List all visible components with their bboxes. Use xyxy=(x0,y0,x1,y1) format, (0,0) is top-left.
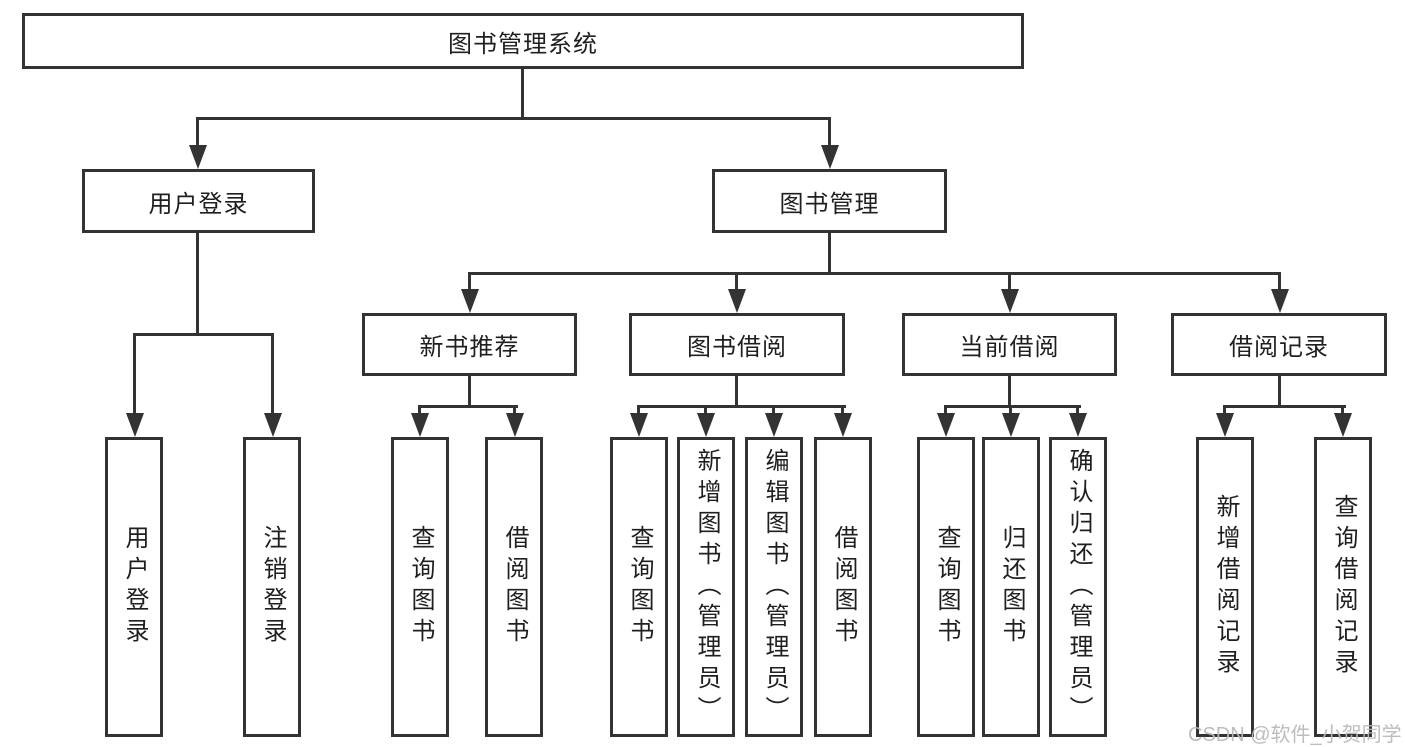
connector-line xyxy=(772,405,775,415)
node-book-borrow-label: 图书借阅 xyxy=(687,334,787,361)
arrow-down-icon xyxy=(264,413,282,437)
connector-line xyxy=(1341,405,1344,415)
arrow-down-icon xyxy=(1002,413,1020,437)
arrow-down-icon xyxy=(1334,413,1352,437)
connector-line xyxy=(828,117,831,147)
leaf-add-book-admin: 新增图书（管理员） xyxy=(677,437,735,737)
connector-line xyxy=(1223,405,1346,408)
arrow-down-icon xyxy=(765,413,783,437)
leaf-query-book-2-label: 查询图书 xyxy=(626,525,653,649)
arrow-down-icon xyxy=(1069,413,1087,437)
leaf-query-book-3: 查询图书 xyxy=(917,437,975,737)
arrow-down-icon xyxy=(189,145,207,169)
connector-line xyxy=(418,405,421,415)
leaf-add-borrow-record-label: 新增借阅记录 xyxy=(1212,494,1239,680)
connector-line xyxy=(133,333,136,415)
connector-line xyxy=(521,69,524,119)
leaf-user-login-label: 用户登录 xyxy=(121,525,148,649)
leaf-query-borrow-record: 查询借阅记录 xyxy=(1314,437,1372,737)
leaf-add-borrow-record: 新增借阅记录 xyxy=(1196,437,1254,737)
node-root-label: 图书管理系统 xyxy=(448,30,598,58)
arrow-down-icon xyxy=(630,413,648,437)
leaf-query-book-1: 查询图书 xyxy=(391,437,449,737)
connector-line xyxy=(637,405,846,408)
arrow-down-icon xyxy=(1271,289,1289,313)
leaf-logout-label: 注销登录 xyxy=(259,525,286,649)
leaf-borrow-book-2-label: 借阅图书 xyxy=(830,525,857,649)
arrow-down-icon xyxy=(1001,289,1019,313)
arrow-down-icon xyxy=(411,413,429,437)
connector-line xyxy=(1009,405,1012,415)
leaf-query-borrow-record-label: 查询借阅记录 xyxy=(1330,494,1357,680)
node-borrow-record: 借阅记录 xyxy=(1171,313,1387,376)
connector-line xyxy=(468,376,471,408)
connector-line xyxy=(468,272,471,291)
leaf-edit-book-admin-label: 编辑图书（管理员） xyxy=(761,447,788,727)
connector-line xyxy=(841,405,844,415)
connector-line xyxy=(1223,405,1226,415)
leaf-logout: 注销登录 xyxy=(243,437,301,737)
connector-line xyxy=(513,405,516,415)
arrow-down-icon xyxy=(461,289,479,313)
connector-line xyxy=(637,405,640,415)
leaf-query-book-2: 查询图书 xyxy=(610,437,668,737)
connector-line xyxy=(735,376,738,408)
leaf-confirm-return-admin-label: 确认归还（管理员） xyxy=(1065,447,1092,727)
node-current-borrow-label: 当前借阅 xyxy=(959,334,1060,361)
leaf-edit-book-admin: 编辑图书（管理员） xyxy=(745,437,803,737)
arrow-down-icon xyxy=(506,413,524,437)
node-book-borrow: 图书借阅 xyxy=(629,313,845,376)
connector-line xyxy=(468,272,1281,275)
node-borrow-record-label: 借阅记录 xyxy=(1229,334,1329,361)
leaf-query-book-1-label: 查询图书 xyxy=(407,525,434,649)
node-book-management-label: 图书管理 xyxy=(779,190,880,218)
connector-line xyxy=(196,117,199,147)
leaf-borrow-book-1-label: 借阅图书 xyxy=(501,525,528,649)
connector-line xyxy=(1076,405,1079,415)
connector-line xyxy=(196,233,199,336)
leaf-borrow-book-2: 借阅图书 xyxy=(814,437,872,737)
connector-line xyxy=(196,117,831,120)
node-new-book-recommend-label: 新书推荐 xyxy=(419,334,520,361)
arrow-down-icon xyxy=(126,413,144,437)
arrow-down-icon xyxy=(937,413,955,437)
leaf-return-book: 归还图书 xyxy=(982,437,1040,737)
csdn-watermark: CSDN @软件_小贺同学 xyxy=(1188,724,1402,746)
connector-line xyxy=(418,405,518,408)
connector-line xyxy=(944,405,947,415)
node-current-borrow: 当前借阅 xyxy=(902,313,1117,376)
arrow-down-icon xyxy=(728,289,746,313)
node-root: 图书管理系统 xyxy=(22,13,1024,69)
connector-line xyxy=(735,272,738,291)
arrow-down-icon xyxy=(697,413,715,437)
connector-line xyxy=(271,333,274,415)
connector-line xyxy=(828,233,831,275)
connector-line xyxy=(1278,376,1281,408)
leaf-add-book-admin-label: 新增图书（管理员） xyxy=(693,447,720,727)
leaf-borrow-book-1: 借阅图书 xyxy=(485,437,543,737)
node-book-management: 图书管理 xyxy=(712,169,947,233)
arrow-down-icon xyxy=(1216,413,1234,437)
connector-line xyxy=(944,405,1081,408)
leaf-return-book-label: 归还图书 xyxy=(998,525,1025,649)
node-new-book-recommend: 新书推荐 xyxy=(362,313,577,376)
node-user-login: 用户登录 xyxy=(82,169,315,233)
connector-line xyxy=(133,333,274,336)
arrow-down-icon xyxy=(821,145,839,169)
connector-line xyxy=(704,405,707,415)
connector-line xyxy=(1008,376,1011,408)
leaf-confirm-return-admin: 确认归还（管理员） xyxy=(1049,437,1107,737)
node-user-login-label: 用户登录 xyxy=(148,190,249,218)
connector-line xyxy=(1008,272,1011,291)
leaf-user-login: 用户登录 xyxy=(105,437,163,737)
leaf-query-book-3-label: 查询图书 xyxy=(933,525,960,649)
connector-line xyxy=(1278,272,1281,291)
arrow-down-icon xyxy=(834,413,852,437)
